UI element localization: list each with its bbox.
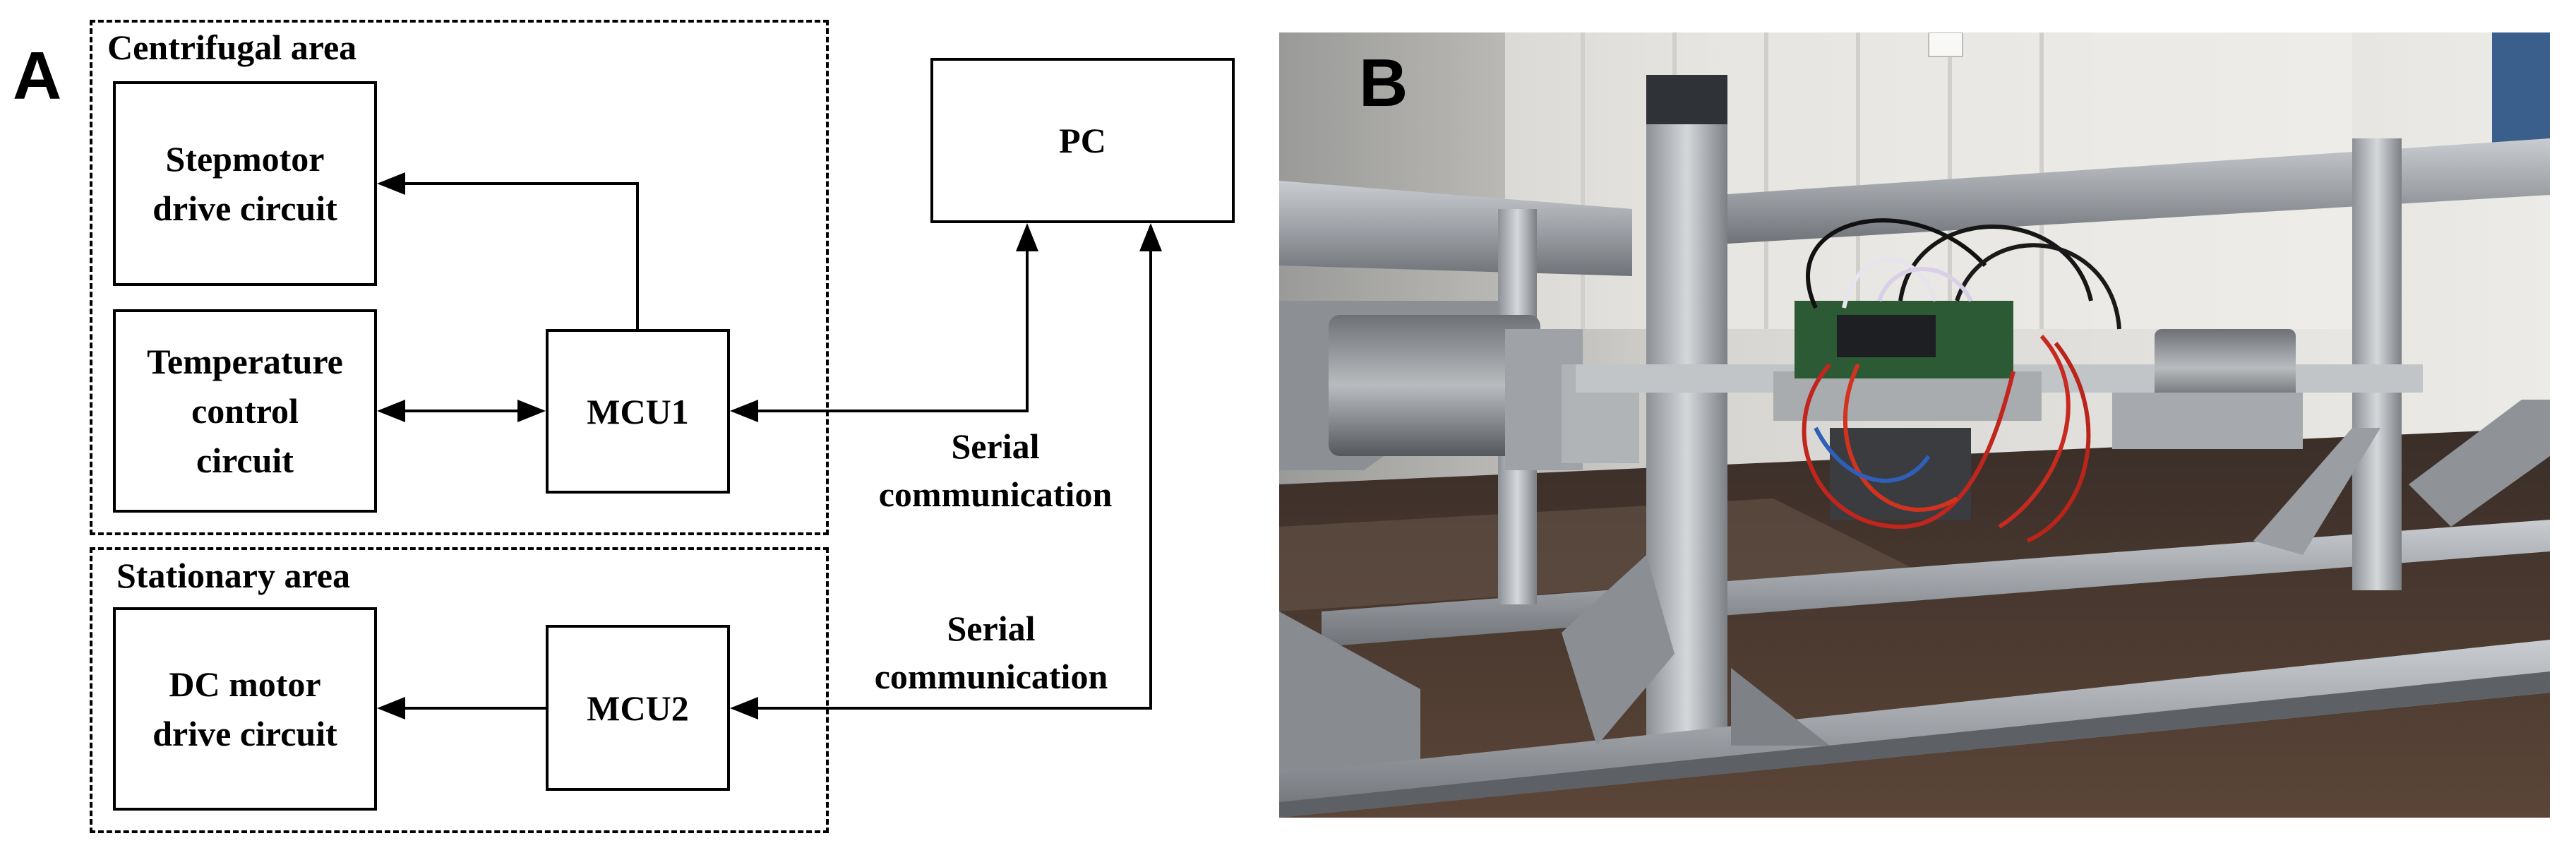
mcu1-block: MCU1 xyxy=(546,329,730,494)
temperature-control-circuit-block: Temperature control circuit xyxy=(113,309,377,513)
circuit-board-chip xyxy=(1837,315,1936,357)
arrow-mcu1-to-stepmotor xyxy=(377,172,639,329)
dc-motor-drive-circuit-block: DC motor drive circuit xyxy=(113,607,377,811)
panel-a-label: A xyxy=(13,38,62,114)
right-brace-far xyxy=(2409,400,2550,527)
top-right-beam xyxy=(1717,138,2550,244)
device-photo xyxy=(1279,32,2550,818)
panel-b-label: B xyxy=(1359,45,1408,121)
arrow-mcu2-pc xyxy=(730,223,1162,719)
right-brace xyxy=(2253,428,2380,555)
white-wires xyxy=(1842,257,1938,309)
pc-block: PC xyxy=(930,58,1235,223)
post-end-cap xyxy=(1646,75,1727,124)
right-motor-base xyxy=(2112,393,2303,449)
top-left-beam xyxy=(1279,181,1632,276)
table-reflection xyxy=(1279,498,1915,611)
wall-socket xyxy=(1928,32,1963,57)
front-gusset xyxy=(1731,668,1830,746)
center-gusset xyxy=(1562,555,1675,746)
left-corner-bracket-bottom xyxy=(1279,611,1420,788)
connector-lines xyxy=(377,172,1162,719)
blue-wire xyxy=(1814,426,1931,483)
stationary-area-label: Stationary area xyxy=(116,556,350,595)
stepmotor-drive-circuit-block: Stepmotor drive circuit xyxy=(113,81,377,286)
right-motor xyxy=(2155,329,2296,407)
arrow-mcu1-pc xyxy=(730,223,1038,422)
left-dc-motor xyxy=(1329,315,1540,456)
device-photo-illustration xyxy=(1279,32,2550,818)
red-wires xyxy=(1802,363,2015,530)
mcu2-block: MCU2 xyxy=(546,625,730,791)
centrifugal-area-label: Centrifugal area xyxy=(107,28,357,67)
black-wires xyxy=(1806,218,1987,309)
front-bottom-rail-shadow xyxy=(1279,671,2550,818)
